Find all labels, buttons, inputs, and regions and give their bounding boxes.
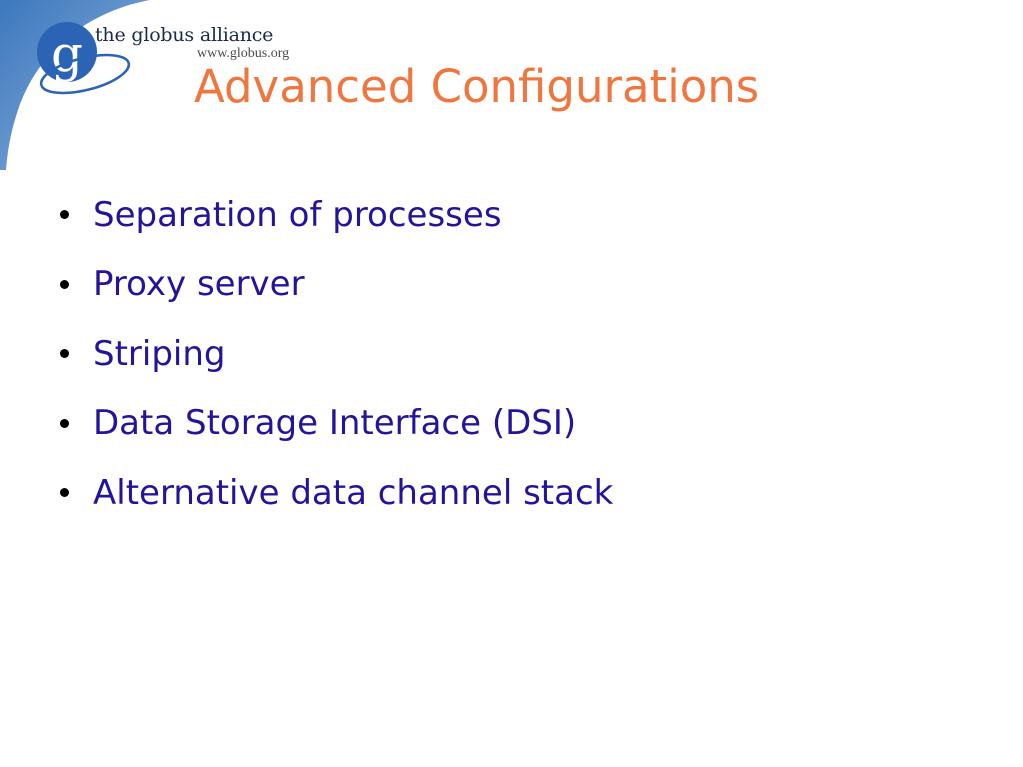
list-item: Alternative data channel stack xyxy=(60,458,613,528)
slide-title: Advanced Configurations xyxy=(194,60,760,113)
brand-name: the globus alliance xyxy=(95,24,274,46)
bullet-label: Separation of processes xyxy=(93,194,502,235)
bullet-label: Data Storage Interface (DSI) xyxy=(93,403,577,444)
list-item: Proxy server xyxy=(60,250,613,320)
bullet-dot-icon xyxy=(60,488,69,498)
list-item: Striping xyxy=(60,319,613,389)
corner-swoosh-decoration xyxy=(0,0,150,170)
brand-url: www.globus.org xyxy=(197,46,290,61)
list-item: Separation of processes xyxy=(60,180,613,250)
bullet-list: Separation of processes Proxy server Str… xyxy=(60,180,613,528)
svg-text:g: g xyxy=(51,25,83,83)
globus-g-logo-icon: g xyxy=(37,22,131,95)
bullet-dot-icon xyxy=(60,349,69,359)
bullet-label: Proxy server xyxy=(93,264,305,305)
bullet-dot-icon xyxy=(60,210,69,220)
bullet-label: Alternative data channel stack xyxy=(93,472,614,513)
bullet-label: Striping xyxy=(93,333,226,374)
list-item: Data Storage Interface (DSI) xyxy=(60,389,613,459)
bullet-dot-icon xyxy=(60,418,69,428)
bullet-dot-icon xyxy=(60,279,69,289)
